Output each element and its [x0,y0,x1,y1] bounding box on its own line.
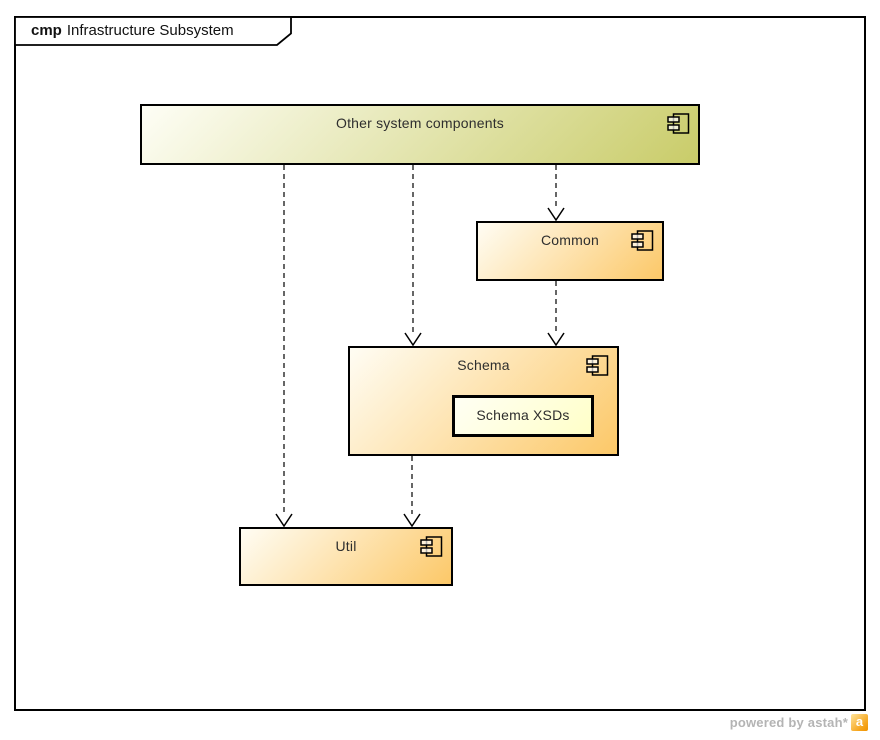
component-label: Util [335,538,357,554]
dependency-other-to-schema[interactable] [404,165,422,347]
powered-by-text: powered by astah* [729,715,848,730]
footer-credit: powered by astah* a [730,714,868,731]
frame-keyword: cmp [31,22,62,39]
component-icon [631,230,654,251]
component-schema-xsds[interactable]: Schema XSDs [452,395,594,437]
component-schema[interactable]: Schema Schema XSDs [348,346,619,456]
component-common[interactable]: Common [476,221,664,281]
component-icon [667,113,690,134]
dependency-common-to-schema[interactable] [547,281,565,347]
frame-tab [14,16,292,46]
dependency-other-to-common[interactable] [547,165,565,222]
component-label: Common [541,232,599,248]
component-icon [420,536,443,557]
component-icon [586,355,609,376]
component-util[interactable]: Util [239,527,453,586]
component-label: Schema [457,357,510,373]
component-label: Other system components [336,115,504,131]
component-label: Schema XSDs [476,407,570,423]
dependency-other-to-util[interactable] [275,165,293,528]
component-other-system-components[interactable]: Other system components [140,104,700,165]
astah-logo-icon: a [851,714,868,731]
frame-title-text: Infrastructure Subsystem [66,22,234,39]
dependency-schema-to-util[interactable] [403,456,421,528]
